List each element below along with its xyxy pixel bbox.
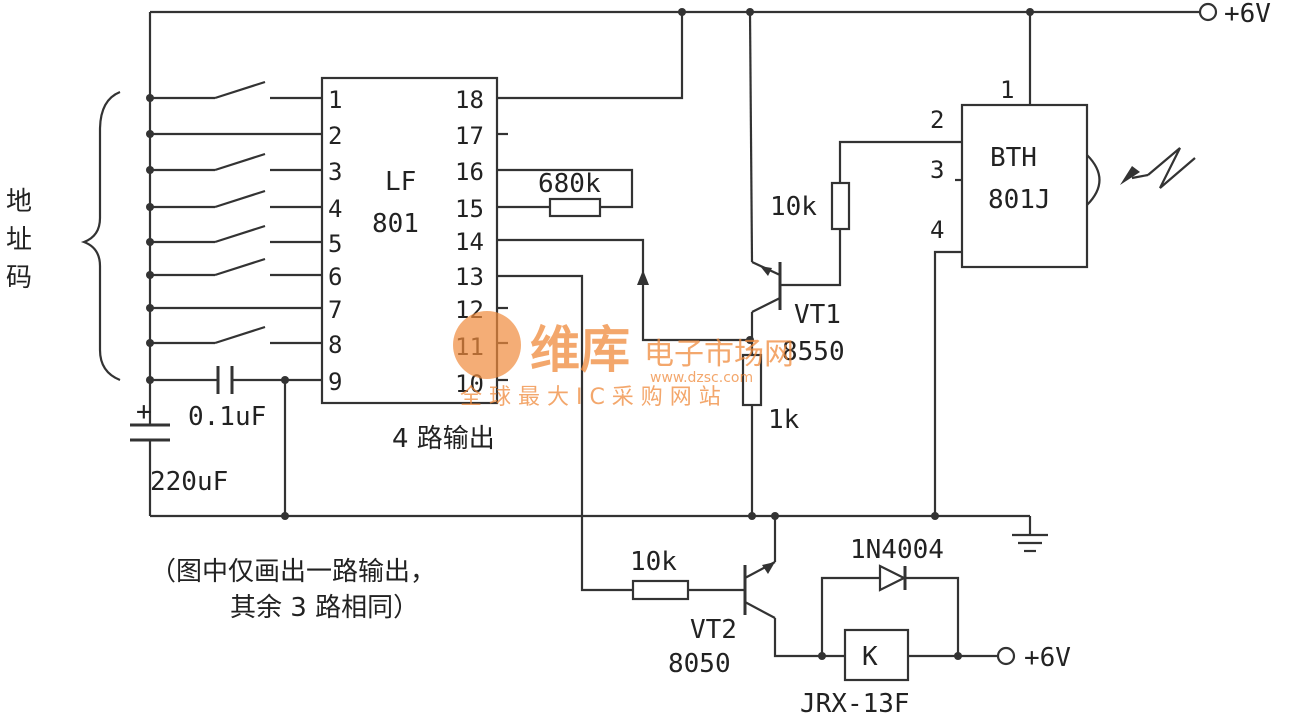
top-supply-label: +6V <box>1224 0 1271 29</box>
resistor-680k: 680k <box>497 168 634 218</box>
ic-pin-14: 14 <box>455 228 484 256</box>
relay-k: K +6V JRX-13F <box>800 628 1071 719</box>
receiver-name-2: 801J <box>988 185 1051 215</box>
vt2-name: VT2 <box>690 615 737 645</box>
address-label-char-3: 码 <box>6 263 32 293</box>
ic-pin-9: 9 <box>328 368 342 396</box>
ic-pin-5: 5 <box>328 230 342 258</box>
r-vt1-base-label: 10k <box>770 192 817 222</box>
resistor-1k: 1k <box>741 353 800 516</box>
address-label-char-1: 地 <box>6 187 32 217</box>
ic-pin-13: 13 <box>455 263 484 291</box>
ic-name-1: LF <box>385 167 416 197</box>
address-label-char-2: 址 <box>6 225 32 255</box>
watermark-sub: 电子市场网 <box>644 337 794 372</box>
receiver-pin-4: 4 <box>930 216 944 244</box>
resistor-1k-label: 1k <box>768 405 800 435</box>
address-switches <box>80 80 322 384</box>
output-note: 4 路输出 <box>392 424 495 454</box>
watermark-brand: 维库 <box>530 321 630 379</box>
vt1-part: 8550 <box>782 337 845 367</box>
ic-name-2: 801 <box>372 209 419 239</box>
receiver-bth801j: BTH 801J 1 2 3 4 <box>930 12 1196 269</box>
ic-pin-15: 15 <box>455 195 484 223</box>
ground-rail <box>150 512 1048 553</box>
resistor-680k-label: 680k <box>538 169 601 199</box>
relay-coil-label: K <box>862 642 878 672</box>
ic-pin-3: 3 <box>328 158 342 186</box>
cap-large-label: 220uF <box>150 467 228 497</box>
address-brace <box>80 90 121 382</box>
capacitor-small: 0.1uF <box>150 366 322 516</box>
diode-label: 1N4004 <box>850 535 944 565</box>
ic-pin-2: 2 <box>328 122 342 150</box>
top-terminal <box>1198 2 1218 22</box>
ic-pin-4: 4 <box>328 195 342 223</box>
top-power-rail: +6V <box>148 0 1271 380</box>
r-vt2-base-label: 10k <box>630 547 677 577</box>
vt2-part: 8050 <box>668 649 731 679</box>
caption-line-1: （图中仅画出一路输出， <box>150 557 436 587</box>
vt1-name: VT1 <box>794 300 841 330</box>
ic-pin-1: 1 <box>328 86 342 114</box>
cap-large-plus: + <box>136 397 152 427</box>
caption-line-2: 其余 3 路相同） <box>230 593 419 623</box>
transistor-vt2: VT2 8050 <box>668 516 845 679</box>
ic-pin-16: 16 <box>455 158 484 186</box>
transistor-vt1: VT1 8550 <box>748 11 845 367</box>
ic-pin-18: 18 <box>455 86 484 114</box>
ic-pin-17: 17 <box>455 122 484 150</box>
receiver-pin-3: 3 <box>930 156 944 184</box>
relay-supply-label: +6V <box>1024 643 1071 673</box>
watermark-slogan: 全 球 最 大 I C 采 购 网 站 <box>460 385 721 410</box>
receiver-name-1: BTH <box>990 143 1037 173</box>
ic-pin-6: 6 <box>328 263 342 291</box>
diode-1n4004: 1N4004 <box>820 535 960 656</box>
cap-small-label: 0.1uF <box>188 402 266 432</box>
watermark: 维库 电子市场网 www.dzsc.com 全 球 最 大 I C 采 购 网 … <box>453 311 794 410</box>
relay-part-label: JRX-13F <box>800 689 910 719</box>
capacitor-large: + 220uF <box>130 380 228 516</box>
receiver-pin-2: 2 <box>930 106 944 134</box>
watermark-url: www.dzsc.com <box>650 370 753 386</box>
ic-pin-8: 8 <box>328 331 342 359</box>
watermark-logo-icon <box>453 311 521 379</box>
receiver-pin-1: 1 <box>1000 76 1014 104</box>
ic-pin-7: 7 <box>328 296 342 324</box>
